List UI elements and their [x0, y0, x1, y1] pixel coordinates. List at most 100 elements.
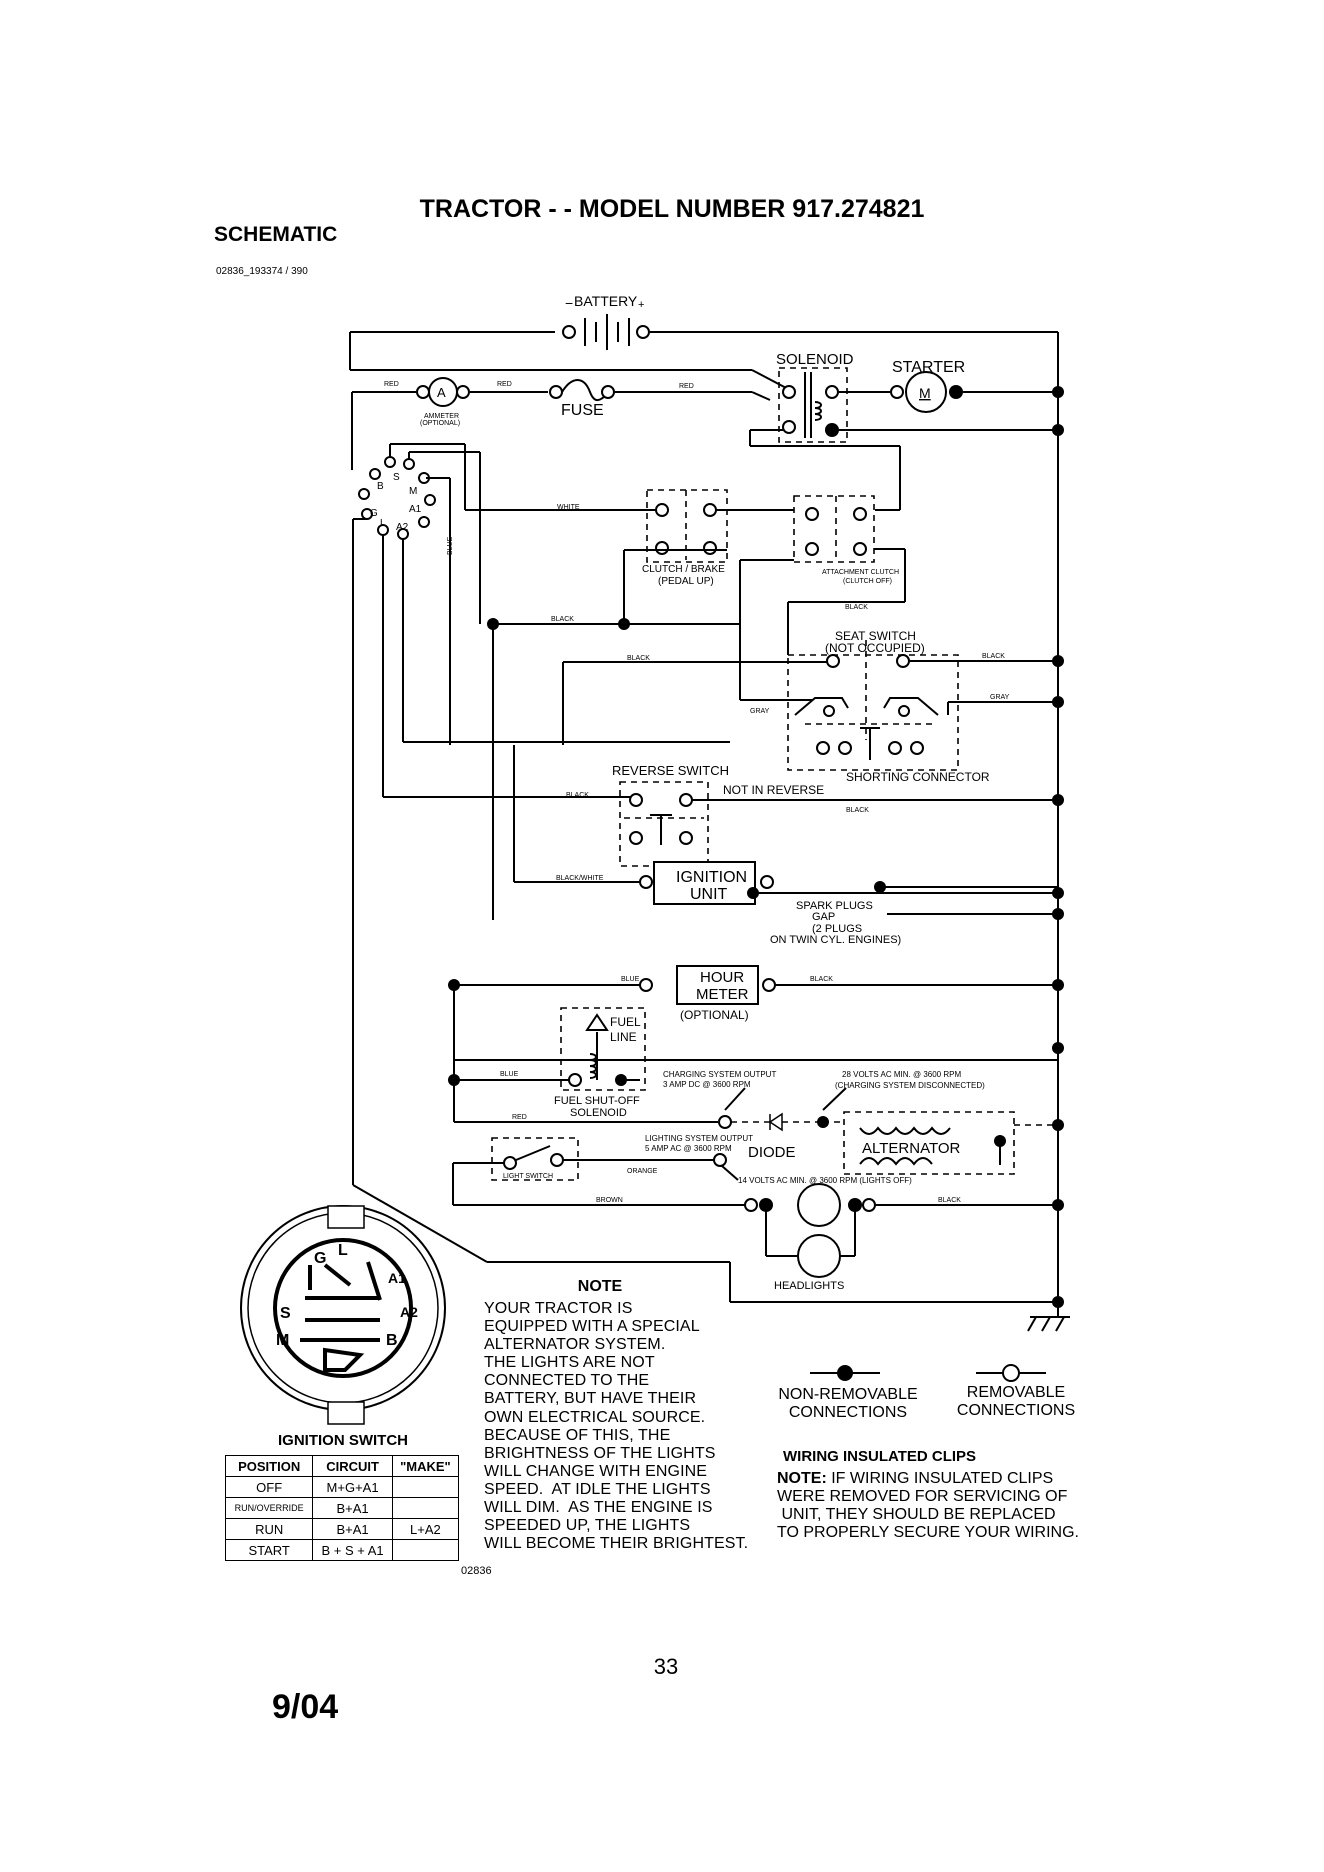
- position-cell: START: [224, 1539, 314, 1561]
- wire-label-black: BLACK: [845, 604, 868, 611]
- terminal-l-label: L: [380, 518, 386, 529]
- clips-title: WIRING INSULATED CLIPS: [783, 1448, 977, 1465]
- wire-label-red: RED: [679, 383, 694, 390]
- wire-label-gray: GRAY: [750, 708, 770, 715]
- circuit-cell: B+A1: [312, 1518, 393, 1540]
- wire-label-black: BLACK: [846, 807, 869, 814]
- spark-plug-connection: [760, 875, 774, 889]
- clutch-brake-switch: [623, 489, 794, 624]
- ignition-unit-label: IGNITION: [676, 869, 747, 886]
- removable-legend: REMOVABLE CONNECTIONS: [957, 1384, 1075, 1420]
- wire-label-black-white: BLACK/WHITE: [556, 875, 604, 882]
- terminal-s-label: S: [393, 472, 400, 483]
- ignition-switch-face: [240, 1205, 446, 1425]
- seat-switch: [787, 640, 1064, 771]
- spark-plugs-label: SPARK PLUGS: [796, 900, 873, 912]
- wire-label-gray: GRAY: [990, 694, 1010, 701]
- attachment-clutch-label: ATTACHMENT CLUTCH: [822, 569, 899, 576]
- charging-output-label-2: 3 AMP DC @ 3600 RPM: [663, 1080, 751, 1089]
- fuel-solenoid-label: FUEL SHUT-OFF: [554, 1095, 640, 1107]
- wire-label-black: BLACK: [982, 653, 1005, 660]
- clutch-brake-state-label: (PEDAL UP): [658, 576, 714, 587]
- battery-label: BATTERY: [574, 293, 638, 309]
- reverse-state-label: NOT IN REVERSE: [723, 783, 824, 797]
- ammeter-optional-label: (OPTIONAL): [420, 420, 460, 427]
- note-title: NOTE: [577, 1278, 623, 1295]
- wire-label-red: RED: [512, 1114, 527, 1121]
- clutch-brake-label: CLUTCH / BRAKE: [642, 564, 725, 575]
- wire-label-black: BLACK: [551, 616, 574, 623]
- fuse-label: FUSE: [561, 402, 604, 419]
- circuit-cell: B + S + A1: [312, 1539, 393, 1561]
- reverse-switch: [383, 781, 1064, 867]
- lighting-output-label: LIGHTING SYSTEM OUTPUT: [645, 1134, 753, 1143]
- non-removable-label-2: CONNECTIONS: [788, 1404, 908, 1421]
- terminal-b-label: B: [377, 481, 384, 492]
- fuel-line-label: FUEL: [610, 1015, 641, 1029]
- hour-meter-optional-label: (OPTIONAL): [680, 1008, 749, 1022]
- terminal-g-label: G: [370, 508, 378, 519]
- ignition-unit-label-2: UNIT: [690, 886, 728, 903]
- clips-first-line: NOTE: IF WIRING INSULATED CLIPS: [777, 1470, 1053, 1488]
- wire-label-black: BLACK: [566, 792, 589, 799]
- column-header-make: "MAKE": [391, 1455, 460, 1477]
- attachment-clutch-switch: [739, 495, 906, 655]
- switch-face-m-label: M: [276, 1332, 289, 1349]
- wire-label-brown: BROWN: [596, 1197, 623, 1204]
- 28-volts-label-2: (CHARGING SYSTEM DISCONNECTED): [835, 1081, 985, 1090]
- switch-face-s-label: S: [280, 1305, 291, 1322]
- note-body: YOUR TRACTOR IS EQUIPPED WITH A SPECIAL …: [484, 1300, 749, 1553]
- charging-arrow: [724, 1087, 746, 1111]
- wire-label-orange: ORANGE: [627, 1168, 658, 1175]
- circuit-cell: B+A1: [312, 1497, 393, 1519]
- clips-first-text: IF WIRING INSULATED CLIPS: [826, 1470, 1054, 1487]
- fuel-solenoid-label-2: SOLENOID: [570, 1107, 627, 1119]
- battery-negative-sign: −: [565, 295, 573, 311]
- starter-symbol: M: [919, 385, 931, 401]
- clips-body: WERE REMOVED FOR SERVICING OF UNIT, THEY…: [777, 1488, 1079, 1542]
- 28-volts-arrow: [822, 1087, 847, 1111]
- hour-meter-label: HOUR: [700, 969, 744, 986]
- table-row: OFF M+G+A1: [224, 1476, 460, 1498]
- battery: [349, 314, 1059, 392]
- switch-face-a1-label: A1: [388, 1270, 406, 1286]
- headlights: [453, 1183, 1064, 1278]
- ammeter: [352, 377, 548, 407]
- ground-connection: [1052, 424, 1064, 436]
- non-removable-legend: NON-REMOVABLE CONNECTIONS: [778, 1386, 917, 1422]
- removable-label: REMOVABLE: [966, 1384, 1066, 1401]
- section-title: SCHEMATIC: [214, 223, 338, 246]
- seat-switch-state-label: (NOT OCCUPIED): [825, 641, 925, 655]
- terminal-a2-label: A2: [396, 522, 409, 533]
- ammeter-label: AMMETER: [424, 413, 459, 420]
- clips-note-label: NOTE:: [777, 1470, 827, 1487]
- solenoid: [778, 367, 890, 443]
- ammeter-symbol: A: [437, 385, 446, 400]
- wire-label-blue: BLUE: [500, 1071, 519, 1078]
- diode: [731, 1112, 818, 1132]
- spark-count-label: (2 PLUGS: [812, 923, 862, 935]
- solenoid-label: SOLENOID: [776, 351, 854, 368]
- circuit-cell: M+G+A1: [312, 1476, 393, 1498]
- table-header-row: POSITION CIRCUIT "MAKE": [224, 1455, 460, 1477]
- wire-label-red: RED: [384, 381, 399, 388]
- attachment-clutch-state-label: (CLUTCH OFF): [843, 578, 892, 585]
- column-header-circuit: CIRCUIT: [312, 1455, 393, 1477]
- 28-volts-label: 28 VOLTS AC MIN. @ 3600 RPM: [842, 1070, 961, 1079]
- terminal-m-label: M: [409, 486, 417, 497]
- column-header-position: POSITION: [224, 1455, 314, 1477]
- shorting-connector-label: SHORTING CONNECTOR: [846, 770, 990, 784]
- position-cell: OFF: [224, 1476, 314, 1498]
- spark-gap-label: GAP: [812, 911, 835, 923]
- wire-label-blue: BLUE: [621, 976, 640, 983]
- wire-label-red: RED: [497, 381, 512, 388]
- diagram-code: 02836: [461, 1565, 492, 1577]
- headlights-label: HEADLIGHTS: [774, 1280, 844, 1292]
- starter-motor: [890, 371, 1064, 413]
- 14-volts-arrow: [721, 1165, 739, 1181]
- table-row: START B + S + A1: [224, 1539, 460, 1561]
- ignition-switch-terminals: [351, 392, 436, 540]
- ignition-switch-table: POSITION CIRCUIT "MAKE" OFF M+G+A1 RUN/O…: [224, 1455, 460, 1561]
- make-cell: L+A2: [391, 1518, 460, 1540]
- wire-label-white: WHITE: [557, 504, 580, 511]
